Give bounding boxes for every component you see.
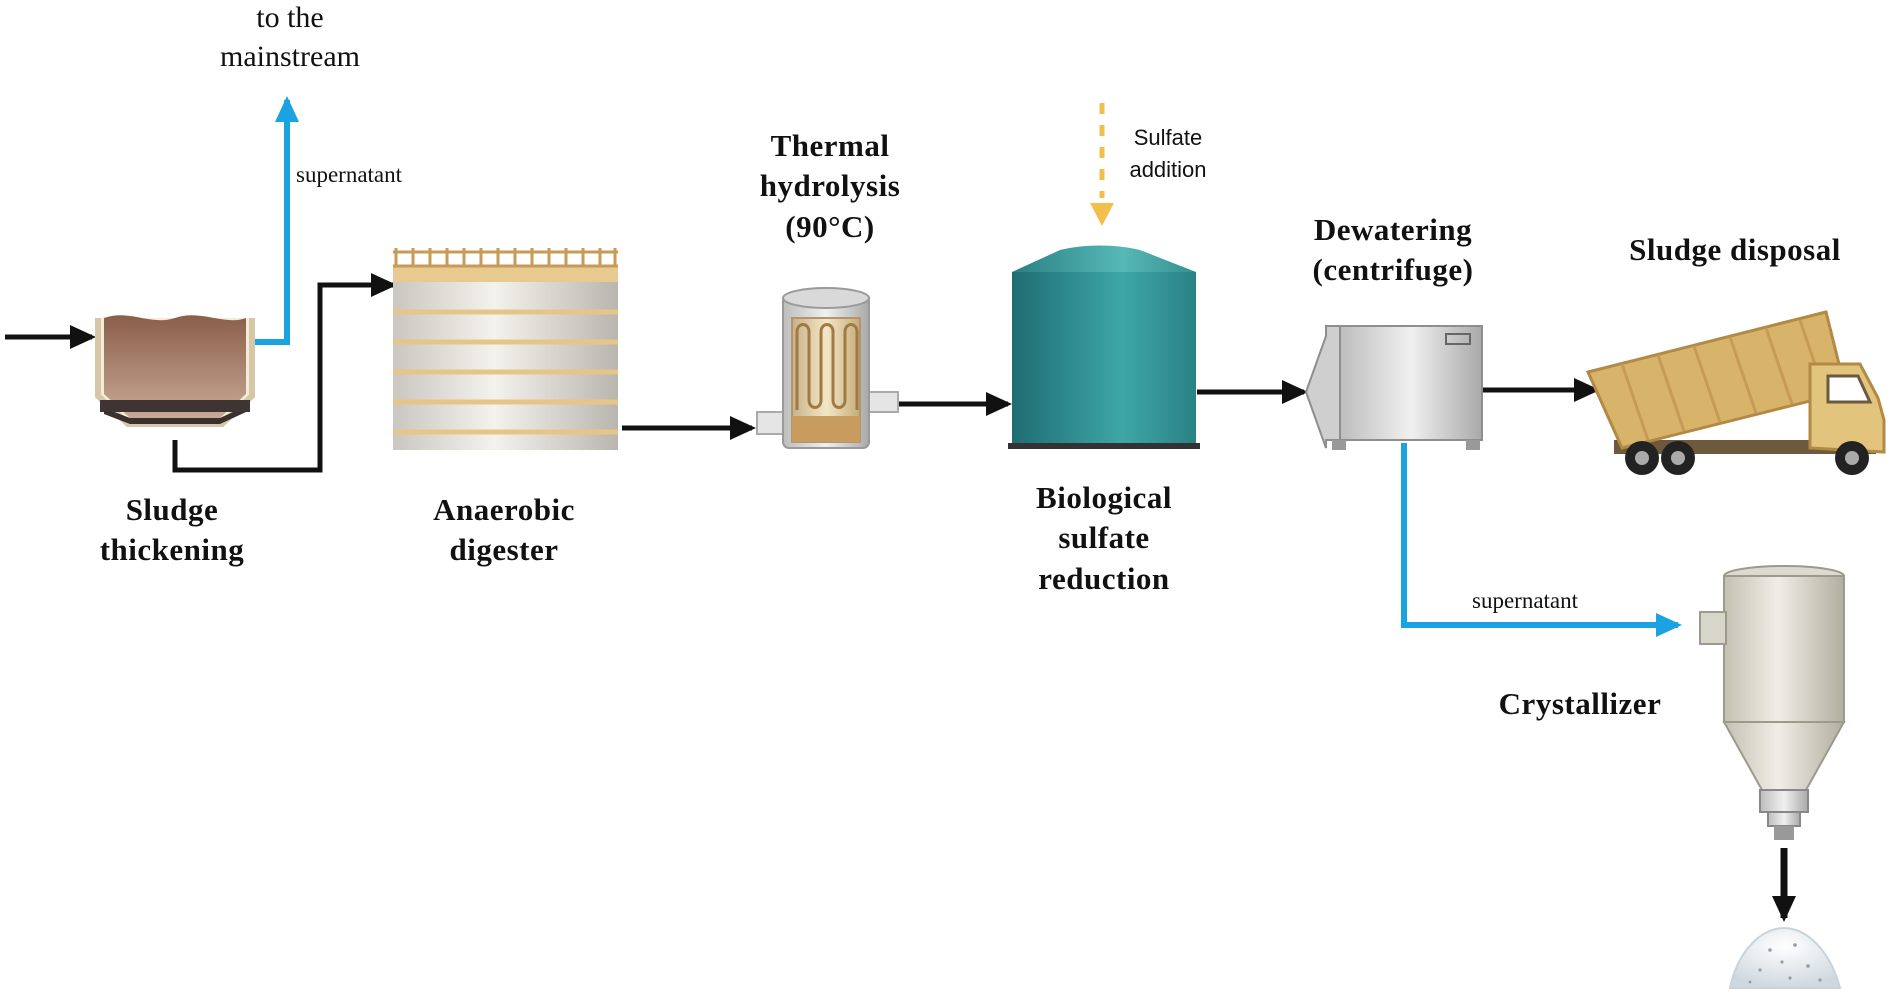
- supernatant-bottom-label: supernatant: [1472, 588, 1579, 613]
- sludge-thickening-label: Sludge thickening: [99, 492, 245, 568]
- truck-wheels: [1625, 441, 1869, 475]
- biological-sulfate-reduction-label: Biological sulfate reduction: [1036, 480, 1172, 596]
- crystallizer-vessel: [1699, 565, 1846, 840]
- sludge-disposal-label: Sludge disposal: [1629, 232, 1841, 267]
- to-mainstream-label: to the mainstream: [220, 1, 360, 73]
- dewatering-label: Dewatering (centrifuge): [1312, 212, 1474, 288]
- supernatant-arrows: [252, 96, 1682, 637]
- sulfate-addition-label: Sulfate addition: [1129, 125, 1207, 182]
- thermal-hydrolysis-unit: [756, 287, 899, 449]
- flow-arrows: [5, 273, 1796, 922]
- anaerobic-digester-label: Anaerobic digester: [433, 492, 575, 568]
- sludge-thickener: [95, 315, 255, 427]
- centrifuge: [1304, 325, 1483, 450]
- supernatant-top-label: supernatant: [296, 162, 403, 187]
- crystal-product-pile: [1728, 926, 1842, 989]
- sulfate-addition-arrow: [1090, 103, 1114, 226]
- dump-truck: [1585, 310, 1886, 475]
- supernatant-bottom-arrow: [1401, 443, 1682, 637]
- anaerobic-digester: [393, 248, 618, 450]
- thickener-to-digester-arrow: [172, 273, 397, 473]
- supernatant-top-arrow: [252, 96, 299, 345]
- crystallizer-label: Crystallizer: [1498, 686, 1662, 721]
- thermal-hydrolysis-label: Thermal hydrolysis (90°C): [759, 128, 901, 244]
- sulfate-reduction-reactor: [1008, 245, 1200, 449]
